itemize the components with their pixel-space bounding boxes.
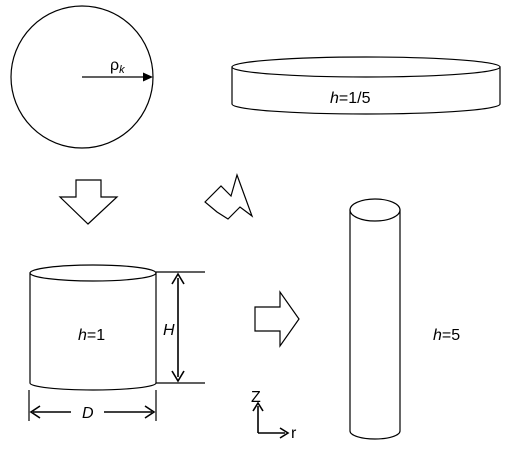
axis-indicator: Z r [251,389,297,442]
arrow-up-right-icon [204,173,254,220]
unit-cylinder-label: h=1 [78,327,105,344]
arrow-down-icon [58,179,119,225]
flat-cylinder-body [231,66,501,115]
z-axis-head [252,401,264,412]
radius-label: ρk [110,57,125,76]
diameter-arrow-right [144,405,156,419]
unit-cylinder-body [29,272,157,391]
height-arrow-bottom [171,370,185,383]
r-axis-head [279,427,290,439]
diameter-label: D [82,405,94,422]
r-axis-label: r [291,425,297,442]
arrow-right-icon [254,290,300,348]
flat-cylinder-top [231,56,501,78]
flat-cylinder: h=1/5 [231,56,501,115]
tall-cylinder-label: h=5 [433,327,460,344]
unit-cylinder-top [29,264,157,282]
diameter-arrow-left [29,405,41,419]
tall-cylinder-body [349,209,401,440]
tall-cylinder: h=5 [349,198,460,440]
height-arrow-top [171,272,185,285]
z-axis-label: Z [251,389,261,406]
radius-arrow-head [143,72,153,82]
height-label: H [163,322,175,339]
sphere: ρk [10,5,154,149]
unit-cylinder: h=1 H D [28,264,205,422]
tall-cylinder-top [349,198,401,222]
flat-cylinder-label: h=1/5 [330,90,371,107]
